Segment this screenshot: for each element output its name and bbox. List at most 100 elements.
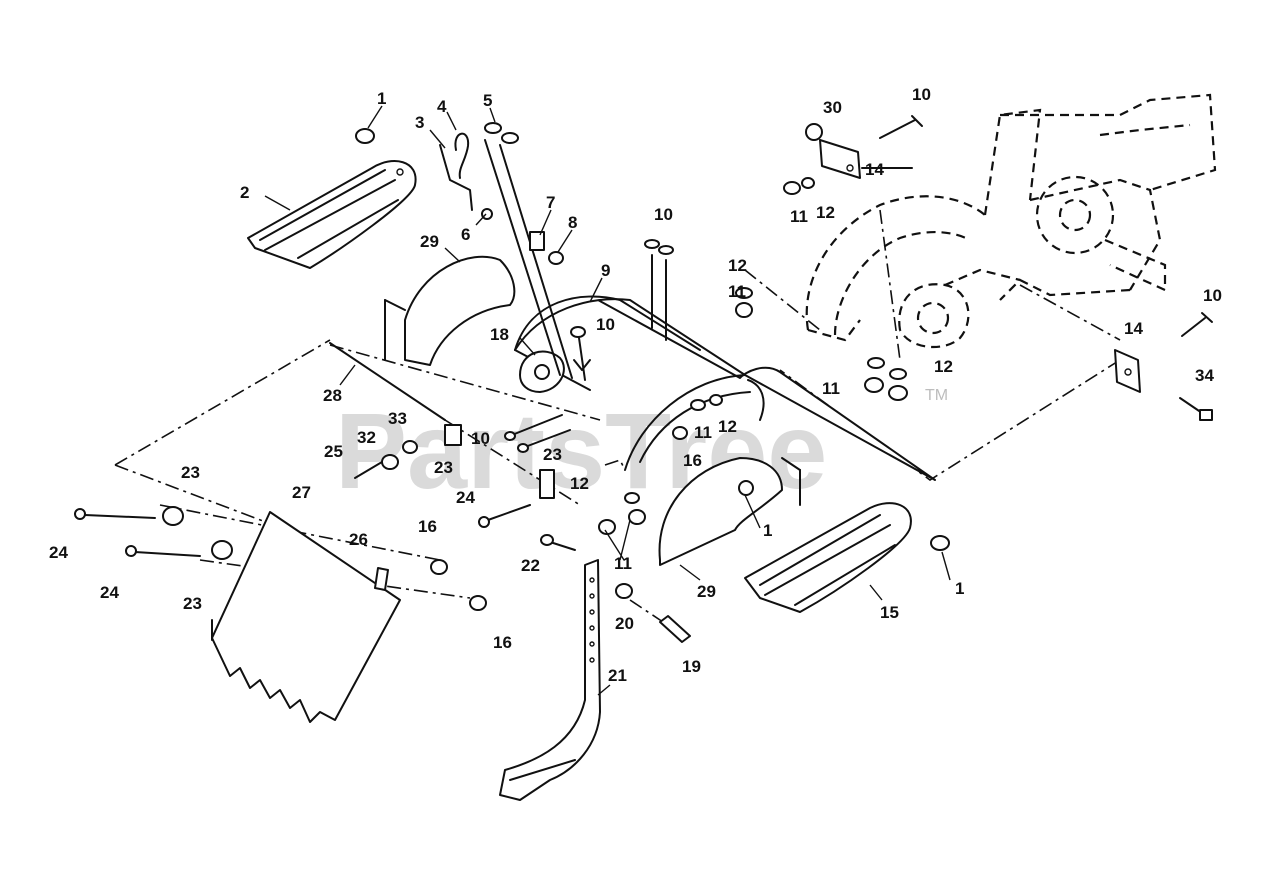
drag-bar-deflector <box>211 511 401 723</box>
leader-line <box>1019 284 1121 341</box>
callout-label: 11 <box>694 423 712 442</box>
pin-icon <box>374 567 389 591</box>
tine-shaft-rod <box>329 342 446 421</box>
leader-line <box>779 359 1121 481</box>
leader-line <box>329 344 601 421</box>
bolt-icon <box>478 504 531 528</box>
bolt-icon <box>1181 312 1213 337</box>
callout-label: 14 <box>1124 319 1143 338</box>
bolt-icon <box>540 534 576 551</box>
bolt-icon <box>879 115 923 139</box>
leader-line <box>114 339 331 466</box>
callout-label: 23 <box>183 594 202 613</box>
callout-label: 1 <box>763 521 772 540</box>
callout-label: 22 <box>521 556 540 575</box>
washer-icon <box>690 399 706 411</box>
leader-line <box>744 269 821 331</box>
callout-label: 18 <box>490 325 509 344</box>
callout-label: 4 <box>437 97 447 116</box>
callout-label: 10 <box>654 205 673 224</box>
nut-icon <box>381 454 399 470</box>
callout-label: 23 <box>434 458 453 477</box>
callout-label: 10 <box>1203 286 1222 305</box>
callout-label: 23 <box>543 445 562 464</box>
nut-icon <box>864 377 884 393</box>
hinge-bracket <box>162 506 184 526</box>
nut-icon <box>615 583 633 599</box>
callout-label: 28 <box>323 386 342 405</box>
callout-label: 11 <box>790 207 808 226</box>
washer-icon <box>402 440 418 454</box>
callout-label: 29 <box>420 232 439 251</box>
nut-icon <box>735 302 753 318</box>
nut-icon <box>355 128 375 144</box>
callout-label: 24 <box>100 583 119 602</box>
bolt-icon <box>504 414 571 453</box>
leader-line <box>604 459 626 471</box>
nut-icon <box>805 123 823 141</box>
transmission-housing <box>805 93 1217 349</box>
callout-label: 10 <box>596 315 615 334</box>
nut-icon <box>783 181 801 195</box>
callout-label: 10 <box>912 85 931 104</box>
callout-label: 12 <box>816 203 835 222</box>
washer-icon <box>889 368 907 380</box>
bolt-icon <box>570 326 586 381</box>
tine-guard-right <box>744 502 912 613</box>
callout-label: 21 <box>608 666 627 685</box>
callout-label: 32 <box>357 428 376 447</box>
callout-label: 7 <box>546 193 555 212</box>
washer-icon <box>735 287 753 299</box>
depth-control-lever <box>439 122 591 379</box>
callout-label: 12 <box>718 417 737 436</box>
callout-label: 1 <box>377 89 386 108</box>
bearing-plate <box>519 350 565 393</box>
callout-label: 11 <box>728 282 746 301</box>
pin-icon <box>659 615 691 643</box>
callout-label: 27 <box>292 483 311 502</box>
hinge-bracket <box>444 424 462 446</box>
callout-label: 1 <box>955 579 964 598</box>
washer-icon <box>709 394 723 406</box>
nut-icon <box>672 426 688 440</box>
callout-label: 24 <box>49 543 68 562</box>
callout-label: 19 <box>682 657 701 676</box>
callout-label: 5 <box>483 91 492 110</box>
callout-label: 34 <box>1195 366 1214 385</box>
bolt-icon <box>74 508 156 520</box>
watermark-trademark: TM <box>925 387 948 404</box>
clip-icon <box>469 595 487 611</box>
callout-label: 3 <box>415 113 424 132</box>
callout-label: 2 <box>240 183 249 202</box>
callout-leaders <box>264 105 951 696</box>
callout-label: 12 <box>934 357 953 376</box>
callout-label: 10 <box>471 429 490 448</box>
callout-label: 30 <box>823 98 842 117</box>
mounting-bracket-right <box>1114 349 1141 393</box>
callout-label: 16 <box>418 517 437 536</box>
clip-icon <box>430 559 448 575</box>
leader-line <box>879 209 901 361</box>
callout-label: 9 <box>601 261 610 280</box>
callout-label: 16 <box>493 633 512 652</box>
callout-label: 33 <box>388 409 407 428</box>
bolt-icon <box>354 461 383 479</box>
nut-icon <box>628 509 646 525</box>
nut-icon <box>930 535 950 551</box>
callout-label: 16 <box>683 451 702 470</box>
callout-label: 29 <box>697 582 716 601</box>
bolt-icon <box>1179 397 1213 421</box>
callout-label: 11 <box>822 379 840 398</box>
side-shield-left <box>384 255 516 366</box>
callout-label: 23 <box>181 463 200 482</box>
callout-label: 26 <box>349 530 368 549</box>
depth-stake <box>499 559 601 801</box>
callout-label: 8 <box>568 213 577 232</box>
callout-label: 12 <box>728 256 747 275</box>
washer-icon <box>801 177 815 189</box>
bolt-icon <box>125 545 201 557</box>
mounting-bracket-top <box>819 139 913 179</box>
callout-label: 15 <box>880 603 899 622</box>
callout-label: 25 <box>324 442 343 461</box>
